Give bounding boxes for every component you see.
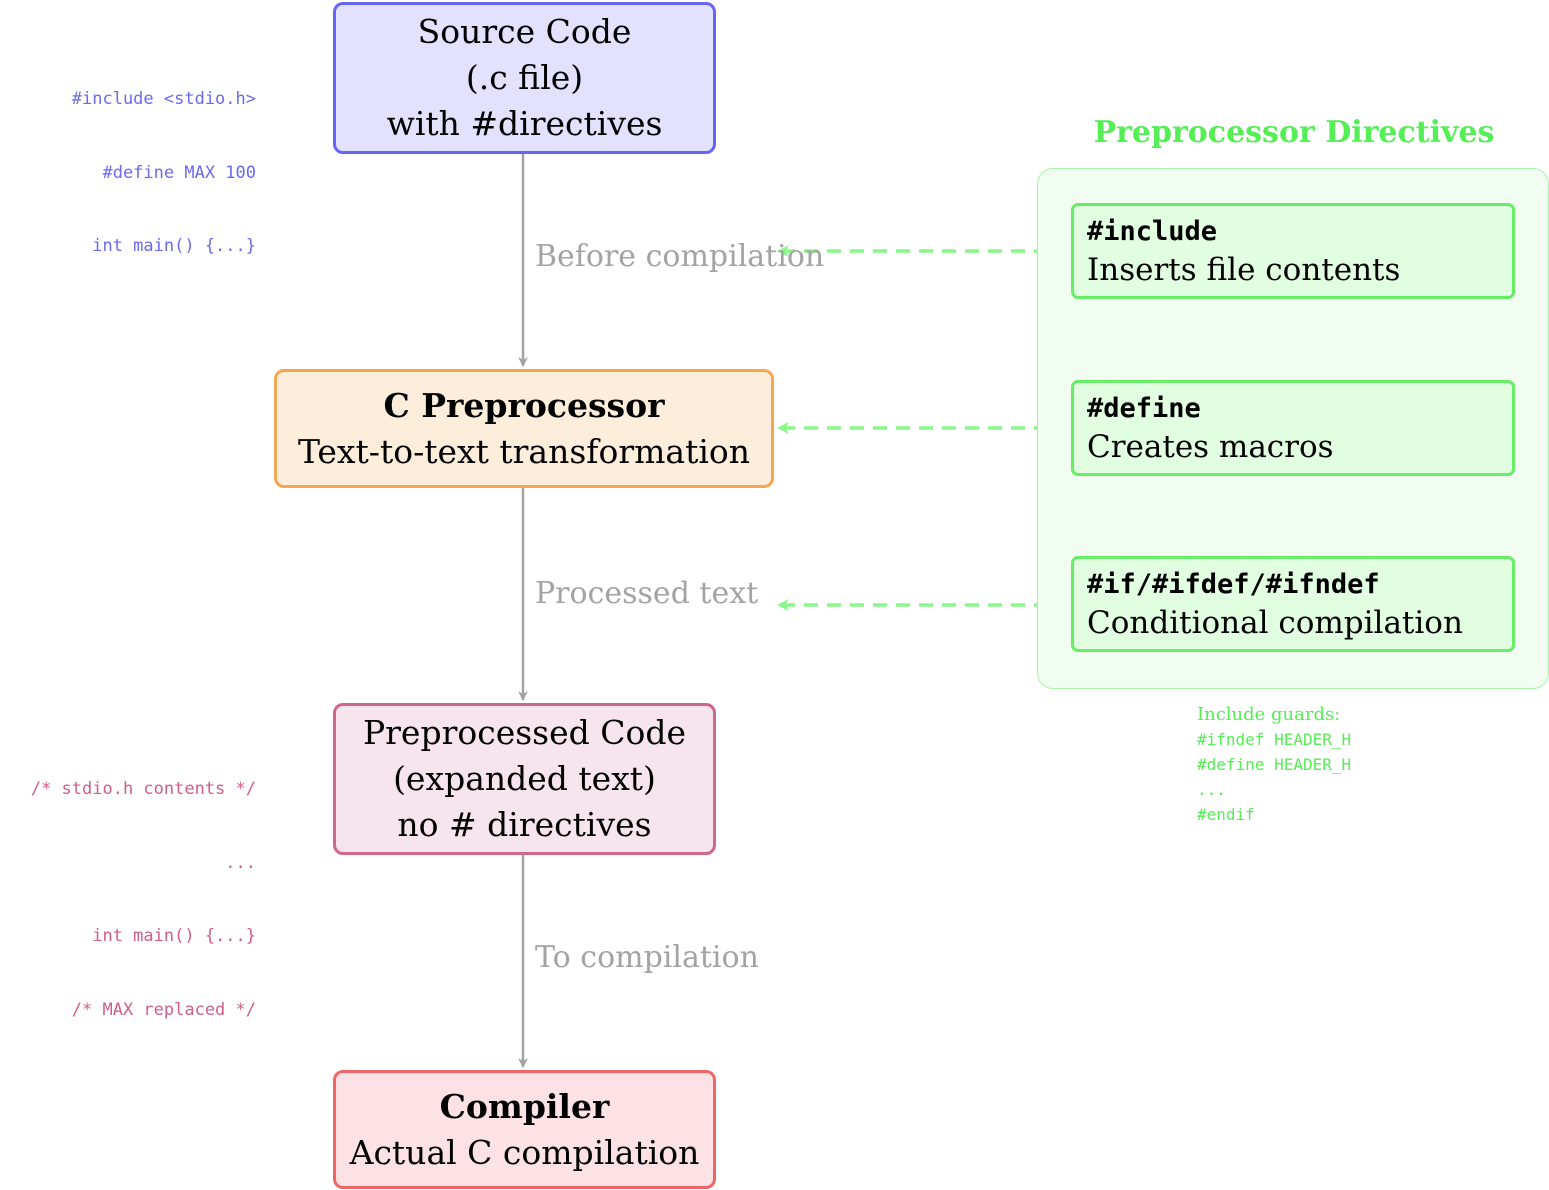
directive-card-include: #include Inserts file contents [1071,203,1515,299]
preprocessed-code-note: no # directives [397,805,652,844]
directive-description: Creates macros [1087,429,1334,465]
compiler-subtitle: Actual C compilation [349,1132,700,1172]
directive-keyword: #include [1087,216,1218,247]
include-guards-line: #ifndef HEADER_H [1197,730,1352,749]
directive-description: Conditional compilation [1087,605,1463,641]
directives-title: Preprocessor Directives [1093,115,1495,150]
preprocessed-snippet-line: int main() {...} [92,926,256,946]
include-guards-line: #endif [1197,805,1255,824]
preprocessed-code-subtitle: (expanded text) [393,759,656,798]
include-guards-note: Include guards: #ifndef HEADER_H #define… [1197,702,1351,827]
include-guards-title: Include guards: [1197,704,1341,725]
directive-card-conditional: #if/#ifdef/#ifndef Conditional compilati… [1071,556,1515,652]
include-guards-line: #define HEADER_H [1197,755,1352,774]
preprocessed-code-box: Preprocessed Code (expanded text) no # d… [333,703,716,855]
directive-keyword: #if/#ifdef/#ifndef [1087,569,1380,600]
preprocessed-snippet-line: /* stdio.h contents */ [30,779,256,799]
c-preprocessor-subtitle: Text-to-text transformation [297,431,751,471]
c-preprocessor-title: C Preprocessor [383,385,665,425]
flow-label-processed-text: Processed text [535,576,759,611]
source-snippet-line: #define MAX 100 [102,162,256,183]
preprocessed-snippet-line: ... [225,852,256,873]
source-code-filetype: (.c file) [465,58,584,97]
compiler-box: Compiler Actual C compilation [333,1070,716,1189]
flow-label-before-compilation: Before compilation [535,239,825,274]
flow-label-to-compilation: To compilation [535,940,759,975]
source-code-snippet: #include <stdio.h> #define MAX 100 int m… [72,38,256,283]
directive-card-define: #define Creates macros [1071,380,1515,476]
preprocessed-code-snippet: /* stdio.h contents */ ... int main() {.… [31,728,256,1047]
preprocessed-code-title: Preprocessed Code [362,713,687,752]
directive-keyword: #define [1087,393,1201,424]
include-guards-line: ... [1197,780,1226,799]
compiler-title: Compiler [439,1086,610,1126]
directive-description: Inserts file contents [1087,252,1401,288]
source-code-box: Source Code (.c file) with #directives [333,2,716,154]
source-snippet-line: #include <stdio.h> [71,89,256,109]
source-code-title: Source Code [417,12,632,51]
source-code-note: with #directives [386,104,663,143]
preprocessed-snippet-line: /* MAX replaced */ [71,999,256,1020]
c-preprocessor-box: C Preprocessor Text-to-text transformati… [274,369,774,488]
source-snippet-line: int main() {...} [92,236,256,256]
